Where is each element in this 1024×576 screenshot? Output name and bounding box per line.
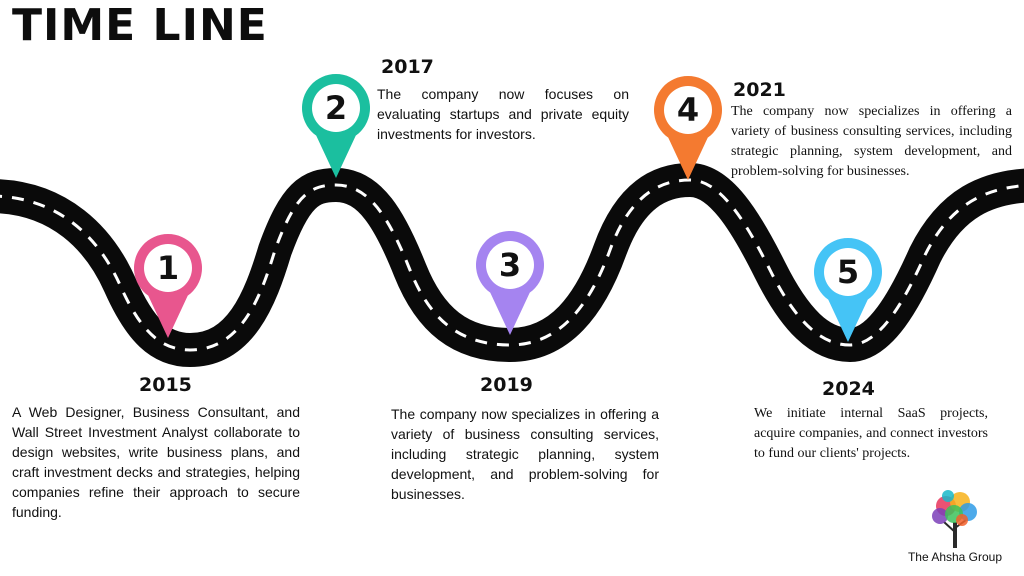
milestone-year-5: 2024 [822,378,875,400]
map-pin-icon: 5 [813,238,883,342]
milestone-description-5: We initiate internal SaaS projects, acqu… [754,406,988,461]
map-pin-icon: 3 [476,230,544,335]
milestone-number-3: 3 [499,246,521,284]
milestone-number-1: 1 [157,249,179,287]
pin-inner-circle [144,244,192,292]
map-pin-icon: 2 [302,74,370,178]
milestone-number-5: 5 [837,253,859,291]
milestone-number-2: 2 [325,89,347,127]
colorful-tree-icon [932,490,977,548]
road [0,162,1024,368]
milestone-description-1: A Web Designer, Business Consultant, and… [12,404,300,520]
milestone-description-4: The company now specializes in offering … [731,104,1012,179]
pin-inner-circle [486,241,534,289]
page-title: TIME LINE [12,0,268,51]
map-pin-icon: 4 [654,76,722,180]
pin-inner-circle [312,84,360,132]
pin-inner-circle [824,248,872,296]
milestone-year-3: 2019 [480,374,533,396]
milestone-pins: 1 2 3 4 5 [134,74,883,342]
milestone-year-4: 2021 [733,79,786,101]
company-logo: The Ahsha Group [900,488,1020,570]
logo-name: The Ahsha Group [907,550,1003,564]
milestone-number-4: 4 [677,91,699,129]
milestone-description-2: The company now focuses on evaluating st… [377,86,629,142]
map-pin-icon: 1 [134,234,202,338]
pin-inner-circle [664,86,712,134]
milestone-description-3: The company now specializes in offering … [391,406,659,502]
milestone-year-1: 2015 [139,374,192,396]
milestone-year-2: 2017 [381,56,434,78]
